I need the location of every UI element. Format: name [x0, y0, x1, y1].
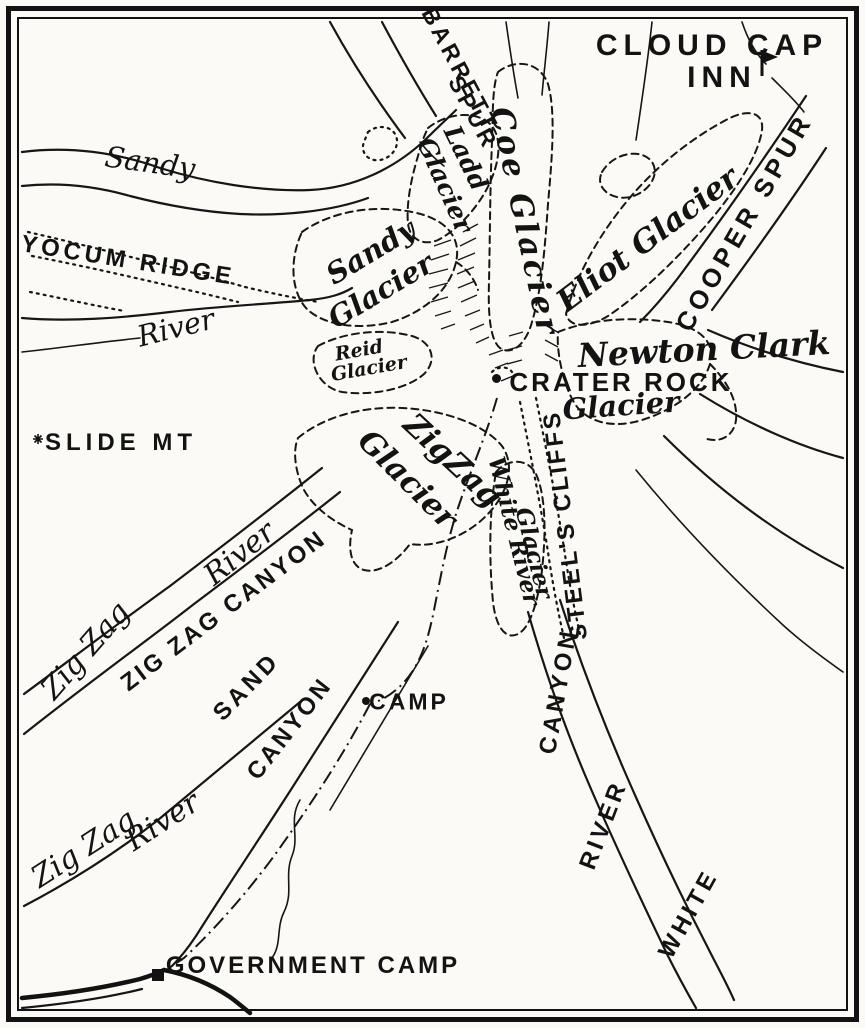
label-crater-rock: CRATER ROCK: [509, 367, 733, 397]
label-inn: INN: [687, 61, 757, 94]
label-camp: CAMP: [369, 688, 449, 715]
label-newton-clark-glacier: Glacier: [561, 384, 681, 427]
trail-lines: [165, 397, 498, 971]
government-camp-marker: [152, 969, 164, 981]
camp-marker: [362, 697, 370, 705]
river-lines: [20, 20, 845, 1010]
label-government-camp: GOVERNMENT CAMP: [165, 952, 461, 979]
label-slide-mt: SLIDE MT: [45, 429, 197, 456]
label-cloud-cap: CLOUD CAP: [595, 29, 829, 62]
inn-flag-icon: [758, 48, 780, 83]
glacier-outlines: [292, 63, 764, 637]
ridge-dotted-lines: [26, 126, 582, 640]
crevasse-hatching: [428, 223, 560, 382]
crater-rock-marker: [492, 374, 501, 383]
slide-mt-marker: [32, 432, 44, 450]
